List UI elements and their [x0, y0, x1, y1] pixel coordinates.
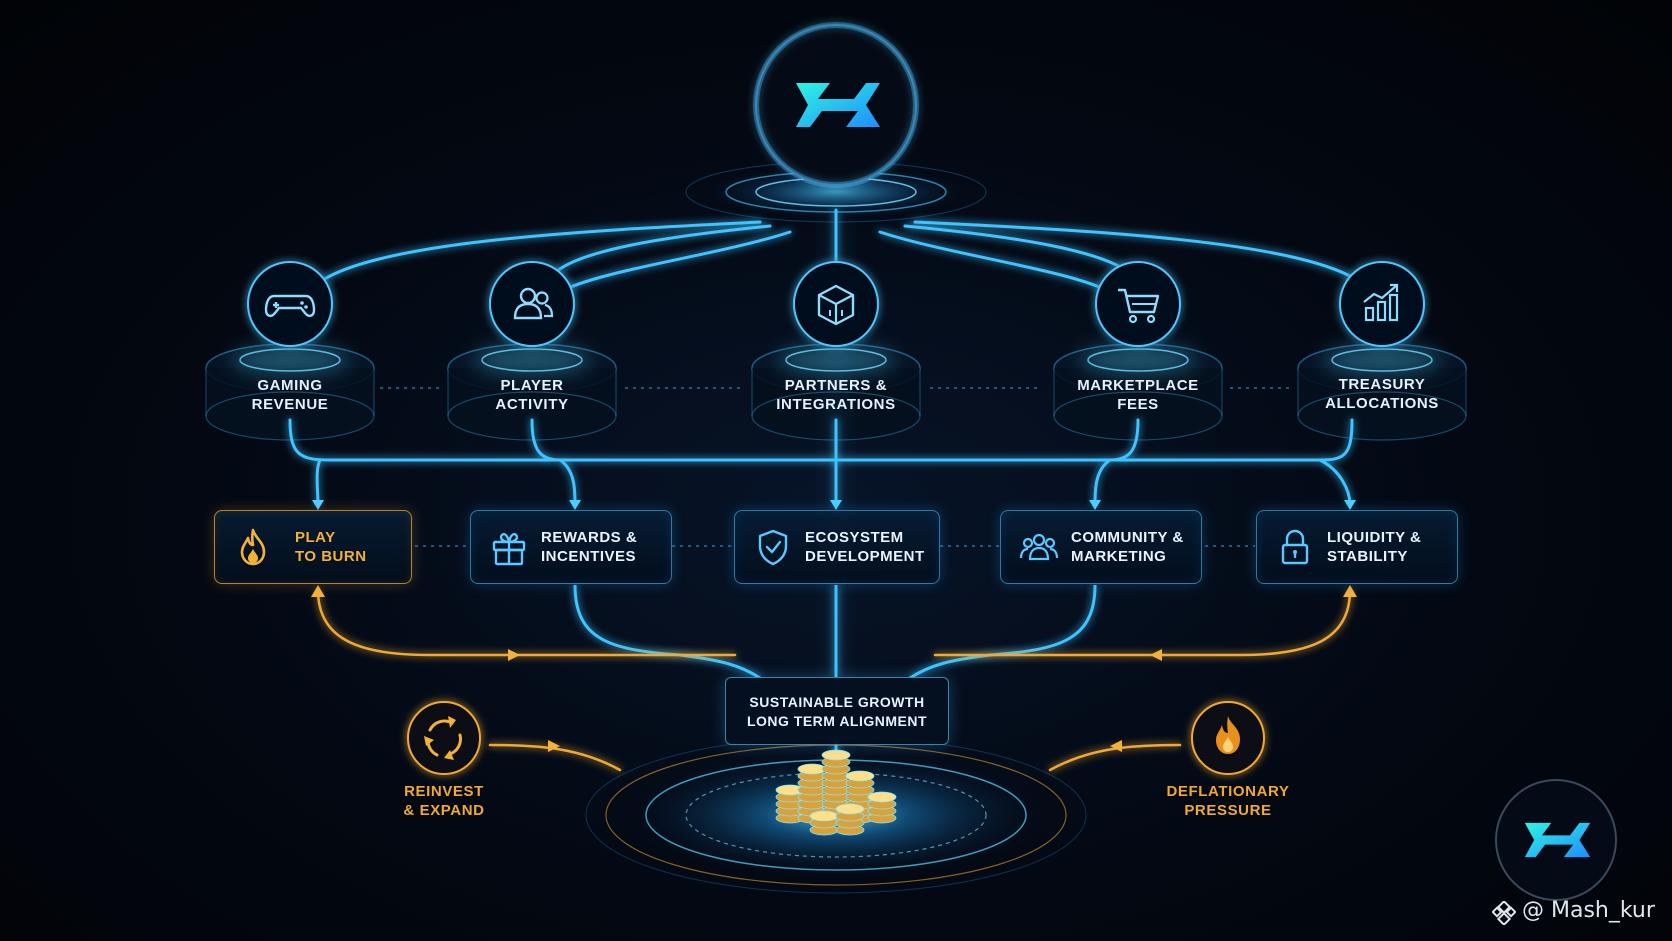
source-label-line1: PARTNERS & [784, 377, 888, 394]
source-label-line1: TREASURY [1338, 376, 1426, 393]
source-label-line2: ACTIVITY [495, 396, 569, 413]
lock-icon [1281, 529, 1309, 565]
source-label-line2: REVENUE [251, 396, 329, 413]
source-label-line1: GAMING [257, 377, 323, 394]
users-icon [489, 261, 575, 347]
binance-icon [1492, 901, 1516, 925]
coin [835, 803, 865, 815]
deflation-label: DEFLATIONARY PRESSURE [1153, 782, 1303, 820]
source-platform [447, 343, 617, 441]
source-label-line2: INTEGRATIONS [776, 396, 896, 413]
source-treasury-allocations: TREASURY ALLOCATIONS [1292, 375, 1472, 413]
allocation-play-to-burn: PLAY TO BURN [214, 510, 412, 584]
group-icon [1019, 533, 1059, 561]
cube-icon [793, 261, 879, 347]
allocation-label-line1: PLAY [295, 529, 336, 546]
allocation-community-marketing: COMMUNITY & MARKETING [1000, 510, 1202, 584]
coin [821, 749, 851, 761]
flame-icon [1216, 716, 1240, 754]
allocation-ecosystem-development: ECOSYSTEM DEVELOPMENT [734, 510, 940, 584]
allocation-label-line2: INCENTIVES [541, 548, 637, 565]
reinvest-label: REINVEST & EXPAND [384, 782, 504, 820]
allocation-label-line2: TO BURN [295, 548, 367, 565]
reinvest-line1: REINVEST [404, 783, 484, 800]
chart-growth-icon [1339, 261, 1425, 347]
gift-icon [492, 532, 526, 566]
allocation-label-line2: STABILITY [1327, 548, 1408, 565]
allocation-label-line2: MARKETING [1071, 548, 1167, 565]
coin [867, 791, 897, 803]
sustainable-growth-box: SUSTAINABLE GROWTH LONG TERM ALIGNMENT [725, 677, 949, 745]
gamepad-icon [247, 261, 333, 347]
shield-check-icon [758, 529, 788, 566]
allocation-label-line1: ECOSYSTEM [805, 529, 904, 546]
source-label-line1: MARKETPLACE [1077, 377, 1199, 394]
reinvest-node [407, 701, 481, 775]
deflation-line1: DEFLATIONARY [1166, 783, 1290, 800]
source-platform [1297, 343, 1467, 441]
source-platform [205, 343, 375, 441]
deflation-node [1191, 701, 1265, 775]
allocation-liquidity-stability: LIQUIDITY & STABILITY [1256, 510, 1458, 584]
coin [845, 770, 875, 782]
allocation-label-line2: DEVELOPMENT [805, 548, 925, 565]
source-label-line1: PLAYER [500, 377, 564, 394]
source-partners-integrations: PARTNERS & INTEGRATIONS [746, 376, 926, 414]
source-gaming-revenue: GAMING REVENUE [200, 376, 380, 414]
flame-icon [240, 528, 266, 566]
source-marketplace-fees: MARKETPLACE FEES [1048, 376, 1228, 414]
allocation-label-line1: LIQUIDITY & [1327, 529, 1422, 546]
source-label-line2: FEES [1117, 396, 1159, 413]
allocation-rewards-incentives: REWARDS & INCENTIVES [470, 510, 672, 584]
allocation-label-line1: COMMUNITY & [1071, 529, 1184, 546]
source-platform [1053, 343, 1223, 441]
source-label-line2: ALLOCATIONS [1325, 395, 1439, 412]
watermark-text: @ Mash_kur [1522, 898, 1655, 923]
source-player-activity: PLAYER ACTIVITY [442, 376, 622, 414]
allocation-label-line1: REWARDS & [541, 529, 638, 546]
center-line2: LONG TERM ALIGNMENT [746, 713, 928, 729]
deflation-line2: PRESSURE [1184, 802, 1272, 819]
cart-icon [1095, 261, 1181, 347]
reinvest-line2: & EXPAND [403, 802, 485, 819]
center-line1: SUSTAINABLE GROWTH [749, 694, 925, 710]
